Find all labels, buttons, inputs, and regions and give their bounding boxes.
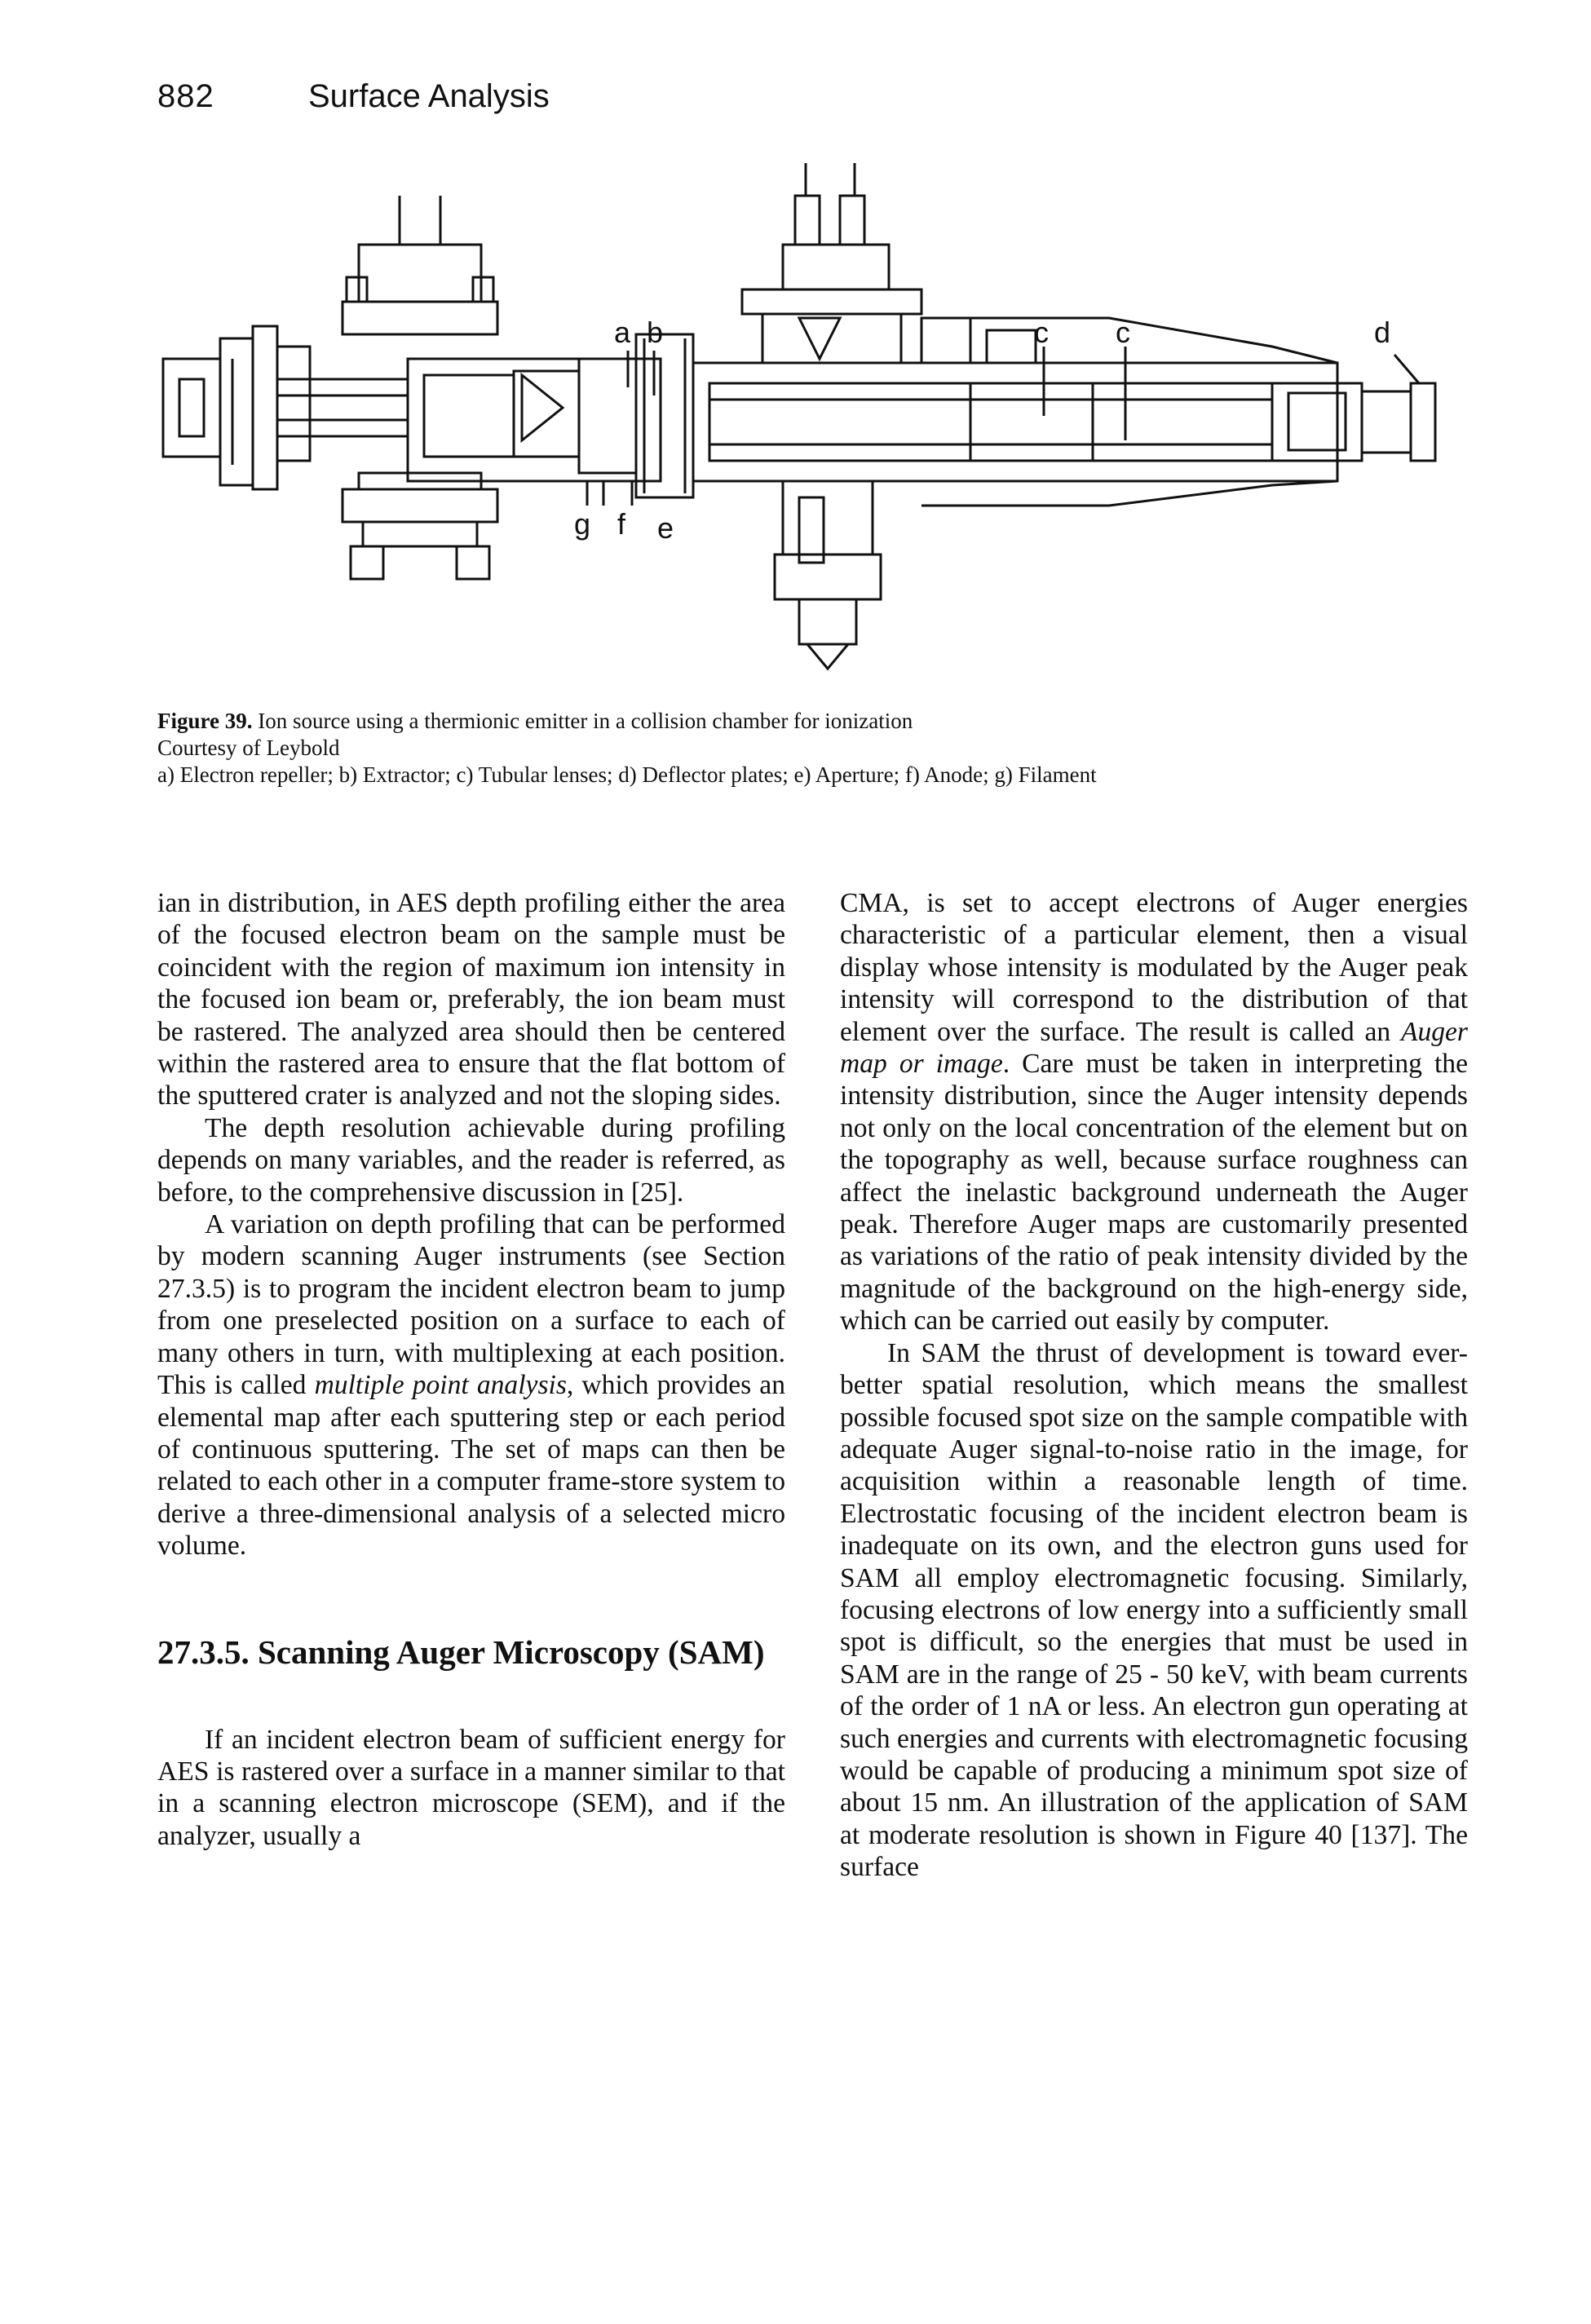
text-run: . Care must be taken in interpreting the… [840,1049,1468,1337]
caption-title-line: Figure 39. Ion source using a thermionic… [157,708,1446,735]
label-c-first: c [1034,316,1049,349]
ion-source-drawing: a b c c d g f e [161,163,1437,671]
text-run: , which provides an elemental map after … [157,1370,785,1562]
caption-title: Ion source using a thermionic emitter in… [258,709,913,733]
label-c-second: c [1116,316,1130,349]
paragraph: A variation on depth profiling that can … [157,1208,785,1562]
label-f: f [617,507,626,541]
section-heading: 27.3.5. Scanning Auger Microscopy (SAM) [157,1633,765,1671]
label-g: g [574,507,590,541]
caption-credit: Courtesy of Leybold [157,736,340,760]
figure-caption: Figure 39. Ion source using a thermionic… [157,708,1446,789]
term-emphasis: Auger map or image [840,1016,1468,1080]
paragraph: ian in distribution, in AES depth profil… [157,888,785,1111]
label-d: d [1374,316,1390,349]
page-number: 882 [157,78,214,114]
label-e: e [657,511,674,545]
paragraph: CMA, is set to accept electrons of Auger… [840,887,1468,1337]
paragraph: The depth resolution achievable during p… [157,1112,785,1208]
figure-label: Figure 39. [157,709,253,733]
term-emphasis: multiple point analysis [314,1370,567,1401]
label-a: a [614,316,631,349]
caption-legend: a) Electron repeller; b) Extractor; c) T… [157,762,1097,787]
paragraph: In SAM the thrust of development is towa… [840,1337,1468,1883]
right-column: CMA, is set to accept electrons of Auger… [840,887,1468,1884]
text-run: CMA, is set to accept electrons of Auger… [840,888,1468,1047]
running-title: Surface Analysis [308,78,550,114]
ion-source-diagram: a b c c d g f e [155,163,1443,693]
label-b: b [647,316,663,349]
text-run: A variation on depth profiling that can … [157,1209,785,1401]
left-column: ian in distribution, in AES depth profil… [157,887,785,1852]
paragraph: If an incident electron beam of sufficie… [157,1724,785,1851]
